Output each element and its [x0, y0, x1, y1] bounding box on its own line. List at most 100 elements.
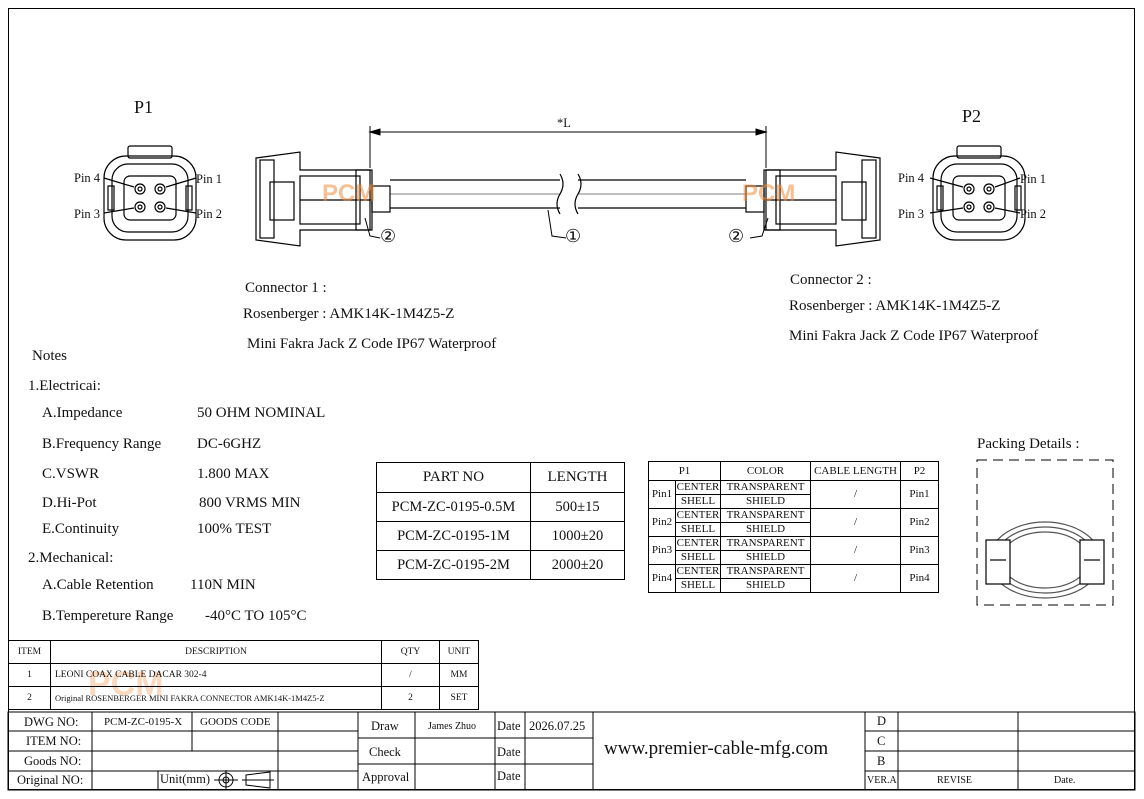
- item-no-label: ITEM NO:: [26, 734, 82, 748]
- note-continuity-label: E.Continuity: [42, 521, 120, 537]
- p2-pin3-label: Pin 3: [898, 207, 925, 221]
- revise-label: REVISE: [937, 775, 972, 786]
- length-header: LENGTH: [530, 462, 625, 493]
- draw-date: 2026.07.25: [529, 719, 586, 733]
- note-temp-value: -40°C TO 105°C: [205, 608, 307, 624]
- connector1-title: Connector 1 :: [245, 280, 327, 296]
- length-cell: 1000±20: [530, 521, 625, 551]
- draw-label: Draw: [371, 719, 399, 733]
- length-label: *L: [557, 116, 571, 130]
- pin-p1-cell: Pin1: [648, 480, 676, 509]
- pin-p2-cell: Pin1: [900, 480, 939, 509]
- pin-p1-cell: Pin3: [648, 536, 676, 565]
- packing-coil: [985, 521, 1105, 599]
- notes-electrical: 1.Electricai:: [28, 378, 101, 394]
- approval-label: Approval: [362, 770, 410, 784]
- callout-leaders: [364, 209, 769, 239]
- table-row: Pin1 CENTER TRANSPARENT / Pin1: [648, 480, 939, 509]
- connector1-part: Rosenberger : AMK14K-1M4Z5-Z: [243, 306, 455, 322]
- bom-unit-header: UNIT: [439, 640, 479, 664]
- pin-center-color: TRANSPARENT: [720, 536, 811, 551]
- packing-box: [976, 459, 1114, 606]
- note-impedance-value: 50 OHM NOMINAL: [197, 405, 326, 421]
- p2-pin2-label: Pin 2: [1020, 207, 1047, 221]
- pin-p1-cell: Pin4: [648, 564, 676, 593]
- bom-unit-cell: MM: [439, 663, 479, 687]
- bom-table: ITEM DESCRIPTION QTY UNIT 1 LEONI COAX C…: [8, 640, 479, 710]
- cable-body: [390, 173, 746, 215]
- bom-item-header: ITEM: [8, 640, 51, 664]
- pin-p2-cell: Pin3: [900, 536, 939, 565]
- note-impedance-label: A.Impedance: [42, 405, 123, 421]
- part-no-cell: PCM-ZC-0195-1M: [376, 521, 531, 551]
- rev-c: C: [877, 734, 886, 748]
- part-no-cell: PCM-ZC-0195-2M: [376, 550, 531, 580]
- callout-2-right: ②: [728, 226, 745, 246]
- drawer-name: James Zhuo: [428, 721, 477, 732]
- note-continuity-value: 100% TEST: [197, 521, 272, 537]
- pin-shell-color: SHIELD: [720, 494, 811, 509]
- table-row: PCM-ZC-0195-0.5M 500±15: [376, 492, 625, 522]
- note-retention-label: A.Cable Retention: [42, 577, 154, 593]
- p1-pin4-label: Pin 4: [74, 171, 101, 185]
- pin-p1-header: P1: [648, 461, 721, 481]
- original-no-label: Original NO:: [17, 773, 84, 787]
- note-retention-value: 110N MIN: [190, 577, 256, 593]
- pin-center-cell: CENTER: [675, 480, 721, 495]
- part-number-table: PART NO LENGTH PCM-ZC-0195-0.5M 500±15 P…: [376, 462, 625, 580]
- date-col-label: Date.: [1054, 775, 1076, 786]
- left-connector-side: [255, 151, 391, 247]
- check-label: Check: [369, 745, 401, 759]
- table-row: Pin4 CENTER TRANSPARENT / Pin4: [648, 564, 939, 593]
- packing-title: Packing Details :: [977, 436, 1080, 452]
- date-label-1: Date: [497, 719, 521, 733]
- pin-shell-cell: SHELL: [675, 550, 721, 565]
- bom-desc-cell: Original ROSENBERGER MINI FAKRA CONNECTO…: [50, 686, 382, 710]
- pin-shell-cell: SHELL: [675, 494, 721, 509]
- bom-desc-header: DESCRIPTION: [50, 640, 382, 664]
- note-frequency-value: DC-6GHZ: [197, 436, 262, 452]
- pin-length-cell: /: [810, 480, 901, 509]
- pin-shell-color: SHIELD: [720, 550, 811, 565]
- projection-symbol: [214, 770, 274, 790]
- pin-p2-cell: Pin4: [900, 564, 939, 593]
- note-temp-label: B.Tempereture Range: [42, 608, 174, 624]
- connector2-desc: Mini Fakra Jack Z Code IP67 Waterproof: [789, 328, 1039, 344]
- pin-length-cell: /: [810, 508, 901, 537]
- rev-d: D: [877, 714, 887, 728]
- p1-pin2-label: Pin 2: [196, 207, 223, 221]
- pin-center-color: TRANSPARENT: [720, 564, 811, 579]
- note-vswr-value: 1.800 MAX: [197, 466, 270, 482]
- connector2-title: Connector 2 :: [790, 272, 872, 288]
- bom-qty-cell: /: [381, 663, 440, 687]
- pin-length-header: CABLE LENGTH: [810, 461, 901, 481]
- pin-p1-cell: Pin2: [648, 508, 676, 537]
- note-hipot-label: D.Hi-Pot: [42, 495, 97, 511]
- callout-2-left: ②: [380, 226, 397, 246]
- rev-b: B: [877, 754, 886, 768]
- table-row: Pin2 CENTER TRANSPARENT / Pin2: [648, 508, 939, 537]
- table-row: 1 LEONI COAX CABLE DACAR 302-4 / MM: [8, 663, 479, 687]
- connector2-part: Rosenberger : AMK14K-1M4Z5-Z: [789, 298, 1001, 314]
- p1-pin3-label: Pin 3: [74, 207, 101, 221]
- notes-mechanical: 2.Mechanical:: [28, 550, 114, 566]
- pin-length-cell: /: [810, 536, 901, 565]
- pin-center-cell: CENTER: [675, 564, 721, 579]
- pin-p2-cell: Pin2: [900, 508, 939, 537]
- p2-pin1-label: Pin 1: [1020, 172, 1047, 186]
- bom-unit-cell: SET: [439, 686, 479, 710]
- title-block-grid: [7, 711, 1136, 791]
- pin-shell-color: SHIELD: [720, 522, 811, 537]
- p1-label: P1: [134, 97, 154, 117]
- date-label-3: Date: [497, 769, 521, 783]
- bom-desc-cell: LEONI COAX CABLE DACAR 302-4: [50, 663, 382, 687]
- watermark-right: PCM: [742, 180, 796, 207]
- pin-shell-cell: SHELL: [675, 522, 721, 537]
- length-dimension: [368, 126, 768, 168]
- goods-no-label: Goods NO:: [24, 754, 82, 768]
- bom-item-cell: 2: [8, 686, 51, 710]
- table-row: Pin3 CENTER TRANSPARENT / Pin3: [648, 536, 939, 565]
- website-text: www.premier-cable-mfg.com: [604, 738, 829, 759]
- pin-center-cell: CENTER: [675, 508, 721, 523]
